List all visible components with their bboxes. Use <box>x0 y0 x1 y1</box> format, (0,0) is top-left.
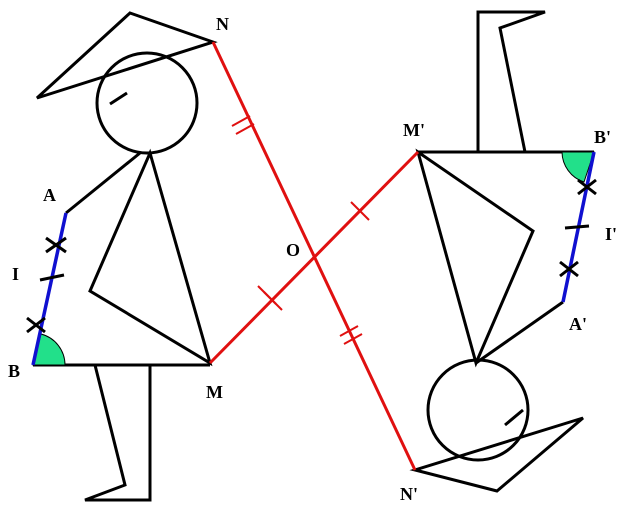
label-A: A <box>43 185 56 205</box>
cross-marks-AB <box>26 236 67 334</box>
segment-AB <box>31 212 68 366</box>
legs-image <box>476 10 546 154</box>
label-B-prime: B' <box>594 127 611 147</box>
label-M: M <box>206 382 223 402</box>
label-M-prime: M' <box>403 120 425 140</box>
shoulder-original <box>65 151 141 215</box>
point-labels: N A I B M O M' B' I' A' N' <box>8 14 617 504</box>
eye-original <box>109 91 128 106</box>
head-image <box>426 358 530 462</box>
shoulder-image <box>475 300 564 365</box>
eye-image <box>504 408 524 427</box>
symmetry-segments <box>208 41 420 471</box>
body-triangle-image <box>415 148 535 368</box>
label-O: O <box>286 240 300 260</box>
head-original <box>95 51 199 155</box>
segment-M-M-prime <box>208 150 420 365</box>
body-triangle-original <box>88 148 213 367</box>
cross-marks-A-prime-B-prime <box>559 178 597 278</box>
hat-original <box>35 11 218 100</box>
label-I: I <box>12 264 19 284</box>
hat-image <box>409 416 584 493</box>
label-A-prime: A' <box>569 314 587 334</box>
original-figure <box>26 11 218 502</box>
label-I-prime: I' <box>605 224 617 244</box>
angle-mark-B <box>32 333 66 366</box>
label-B: B <box>8 361 20 381</box>
label-N: N <box>216 14 229 34</box>
legs-original <box>84 363 152 502</box>
label-N-prime: N' <box>400 484 418 504</box>
angle-mark-B-prime <box>561 151 595 183</box>
image-figure <box>409 10 597 493</box>
